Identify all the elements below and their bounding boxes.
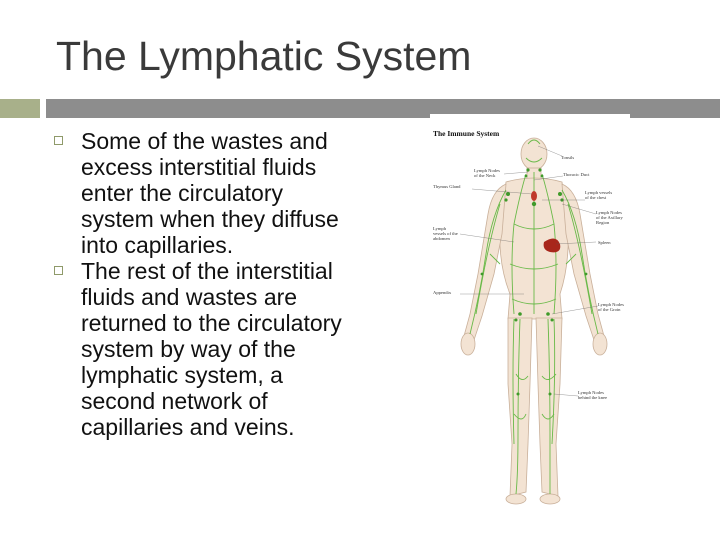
spleen-icon bbox=[543, 238, 561, 253]
label-nodes-axillary: of the Axillary bbox=[596, 215, 623, 220]
label-appendix: Appendix bbox=[433, 290, 452, 295]
label-vessels-chest: of the chest bbox=[585, 195, 607, 200]
lymphatic-system-illustration: The Immune System bbox=[430, 114, 630, 512]
bullet-text: The rest of the interstitial fluids and … bbox=[81, 258, 342, 440]
label-thymus: Thymus Gland bbox=[433, 184, 461, 189]
bullet-item: Some of the wastes and excess interstiti… bbox=[54, 128, 354, 258]
lymph-vessels bbox=[469, 139, 599, 495]
label-spleen: Spleen bbox=[598, 240, 611, 245]
label-nodes-groin: of the Groin bbox=[598, 307, 621, 312]
figure-title: The Immune System bbox=[433, 129, 500, 138]
lymph-nodes bbox=[480, 168, 588, 396]
callout-lines bbox=[459, 145, 599, 397]
label-tonsils: Tonsils bbox=[561, 155, 574, 160]
label-vessels-abdomen: abdomen bbox=[433, 236, 451, 241]
body-diagram: The Immune System bbox=[433, 129, 624, 505]
label-thoracic-duct: Thoracic Duct bbox=[563, 172, 590, 177]
accent-bar-right bbox=[46, 99, 720, 118]
bullet-text: Some of the wastes and excess interstiti… bbox=[81, 128, 339, 258]
label-vessels-abdomen: Lymph bbox=[433, 226, 447, 231]
label-nodes-groin: Lymph Nodes bbox=[598, 302, 624, 307]
label-nodes-axillary: Lymph Nodes bbox=[596, 210, 622, 215]
label-nodes-neck: of the Neck bbox=[474, 173, 496, 178]
label-nodes-knee: Lymph Nodes bbox=[578, 390, 604, 395]
thymus-icon bbox=[531, 191, 537, 201]
figure-labels: Tonsils Lymph Nodes of the Neck Thoracic… bbox=[433, 155, 624, 400]
label-nodes-knee: behind the knee bbox=[578, 395, 607, 400]
square-bullet-icon bbox=[54, 136, 63, 145]
bullet-item: The rest of the interstitial fluids and … bbox=[54, 258, 354, 440]
label-vessels-chest: Lymph vessels bbox=[585, 190, 612, 195]
label-nodes-neck: Lymph Nodes bbox=[474, 168, 500, 173]
slide-title: The Lymphatic System bbox=[56, 33, 472, 79]
label-nodes-axillary: Region bbox=[596, 220, 610, 225]
label-vessels-abdomen: vessels of the bbox=[433, 231, 458, 236]
square-bullet-icon bbox=[54, 266, 63, 275]
accent-bar-left bbox=[0, 99, 40, 118]
bullet-list: Some of the wastes and excess interstiti… bbox=[54, 128, 354, 440]
